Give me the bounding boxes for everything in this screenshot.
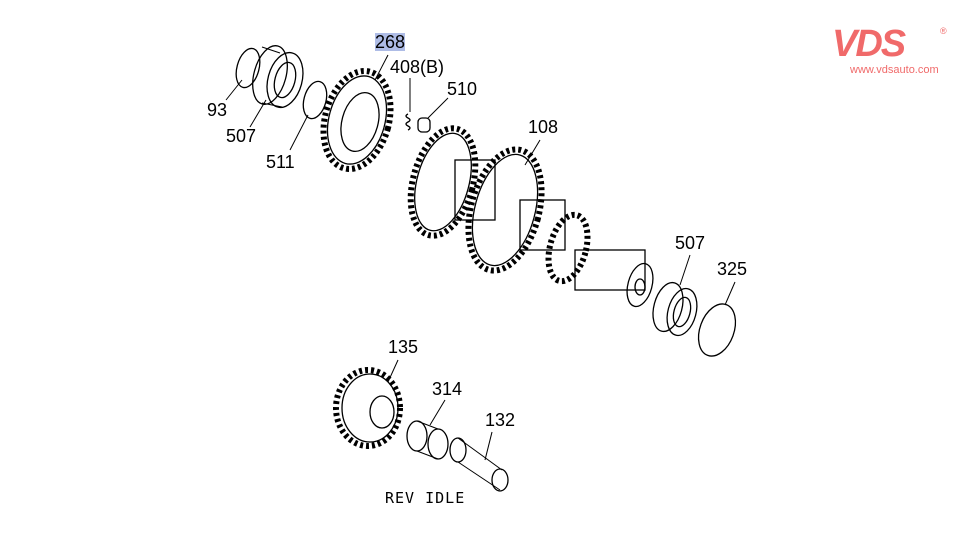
registered-mark: ®: [940, 26, 947, 36]
part-label-325[interactable]: 325: [717, 259, 748, 279]
counter-gear-108: [407, 125, 654, 308]
part-label-135[interactable]: 135: [388, 337, 419, 357]
bearing-507-lower: [652, 281, 698, 337]
part-label-408b[interactable]: 408(B): [390, 57, 445, 77]
part-label-507-upper[interactable]: 507: [226, 126, 257, 146]
group-caption: REV IDLE: [385, 489, 466, 507]
pin-510: [417, 117, 431, 133]
sprocket-268: [320, 67, 394, 173]
part-label-314[interactable]: 314: [432, 379, 463, 399]
part-label-268[interactable]: 268: [375, 32, 406, 52]
snap-ring-93: [235, 47, 261, 89]
part-label-132[interactable]: 132: [485, 410, 516, 430]
part-label-511[interactable]: 511: [266, 152, 295, 172]
logo-url: www.vdsauto.com: [850, 64, 939, 76]
spring-408b: [405, 113, 411, 131]
idler-gear-135: [333, 367, 403, 449]
ring-325: [697, 303, 737, 357]
vds-logo: VDS ® www.vdsauto.com: [832, 23, 947, 76]
leader-lines: [225, 54, 736, 461]
part-label-93[interactable]: 93: [207, 100, 228, 120]
idler-shaft-132: [449, 437, 509, 492]
part-label-507-lower[interactable]: 507: [675, 233, 706, 253]
needle-bearing-314: [406, 420, 449, 460]
snap-ring-511: [302, 80, 328, 120]
part-label-108[interactable]: 108: [528, 117, 559, 137]
part-label-510[interactable]: 510: [447, 79, 478, 99]
bearing-507-upper: [252, 45, 304, 109]
logo-mark: VDS: [832, 23, 906, 65]
